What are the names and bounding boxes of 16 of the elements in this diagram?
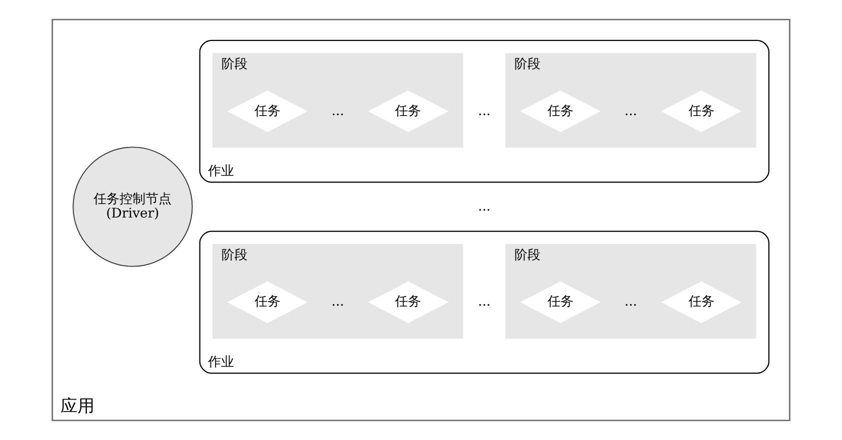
- node-diamond: 任务: [520, 281, 601, 324]
- label: ...: [624, 294, 638, 310]
- label: ...: [624, 104, 638, 119]
- node-circle: 任务控制节点 (Driver): [72, 146, 193, 267]
- node-diamond: 任务: [368, 90, 448, 132]
- label: ...: [478, 294, 491, 310]
- node-diamond: 任务: [227, 281, 308, 324]
- label: ...: [332, 104, 344, 119]
- label: ...: [478, 199, 491, 214]
- node-diamond: 任务: [227, 90, 308, 132]
- node-diamond: 任务: [368, 281, 448, 324]
- node-diamond: 任务: [661, 281, 742, 324]
- node-diamond: 任务: [520, 90, 601, 132]
- label: ...: [478, 104, 491, 119]
- label: ...: [332, 294, 344, 310]
- node-diamond: 任务: [661, 90, 742, 132]
